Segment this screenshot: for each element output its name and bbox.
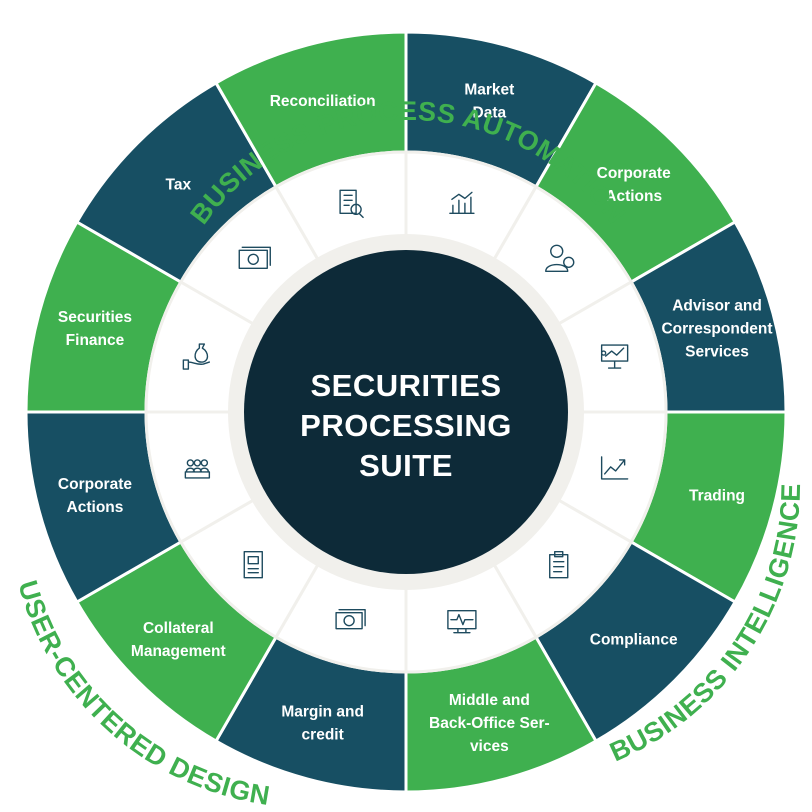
report-search-icon [339,189,364,219]
center-title-line1: SECURITIES [310,368,501,403]
banknote-stack-icon [335,608,366,630]
segment-label-4: Trading [689,487,745,504]
segment-label-line: credit [302,727,344,744]
segment-label-line: Actions [605,188,662,205]
segment-label-line: Correspondent [661,321,772,338]
segment-label-line: Securities [58,309,132,326]
segment-label-12: Reconciliation [270,93,376,110]
segment-label-line: Margin and [281,704,364,721]
presentation-icon [600,344,629,369]
segment-label-7: Margin and credit [281,704,364,744]
center-disc [244,250,568,574]
segment-label-line: vices [470,738,509,755]
segment-label-line: Back-Office Ser- [429,715,550,732]
segment-label-line: Corporate [597,165,671,182]
segment-label-line: Compliance [590,632,678,649]
segment-label-5: Compliance [590,632,678,649]
segment-label-line: Collateral [143,620,214,637]
segment-label-line: Reconciliation [270,93,376,110]
bar-chart-icon [449,191,475,215]
segment-label-line: Finance [66,332,125,349]
money-bag-hand-icon [182,343,211,370]
segment-label-line: Middle and [449,692,530,709]
segment-label-line: Advisor and [672,298,762,315]
clipboard-icon [549,551,569,579]
dollar-bill-icon [238,246,271,269]
segment-label-line: Trading [689,487,745,504]
segment-label-line: Corporate [58,476,132,493]
segment-label-line: Market [464,81,514,98]
icons-group [182,189,629,634]
segment-label-line: Actions [67,499,124,516]
segment-label-line: Data [473,104,507,121]
segment-label-line: Management [131,643,226,660]
monitor-pulse-icon [447,609,477,634]
trend-line-icon [600,456,629,480]
segment-label-line: Services [685,344,749,361]
person-dollar-icon [545,244,575,272]
document-icon [243,551,263,579]
segment-label-line: Tax [166,176,192,193]
center-title-line2: PROCESSING [300,408,512,443]
center-title-line3: SUITE [359,448,453,483]
meeting-icon [184,459,211,479]
segment-label-11: Tax [166,176,192,193]
